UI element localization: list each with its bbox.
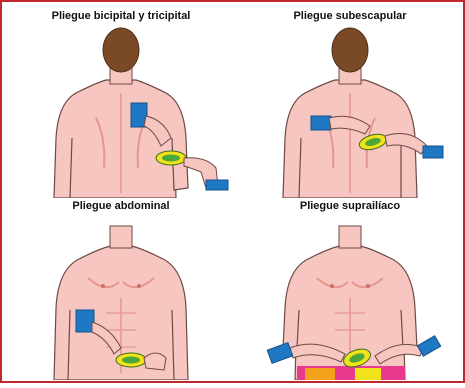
- front-figure-illustration: [235, 198, 461, 380]
- back-figure-illustration: [6, 8, 236, 198]
- front-figure-illustration: [6, 198, 236, 380]
- glove-icon: [76, 310, 94, 332]
- caliper-icon: [116, 353, 146, 367]
- panel-suprailiaco: Pliegue suprailíaco: [235, 198, 465, 388]
- caliper-icon: [156, 151, 186, 165]
- back-figure-illustration: [235, 8, 465, 198]
- glove-icon: [267, 343, 292, 364]
- panel-bicipital-tricipital: Pliegue bicipital y tricipital: [6, 8, 236, 198]
- glove-icon: [311, 116, 331, 130]
- panel-abdominal: Pliegue abdominal: [6, 198, 236, 388]
- panel-subescapular: Pliegue subescapular: [235, 8, 465, 198]
